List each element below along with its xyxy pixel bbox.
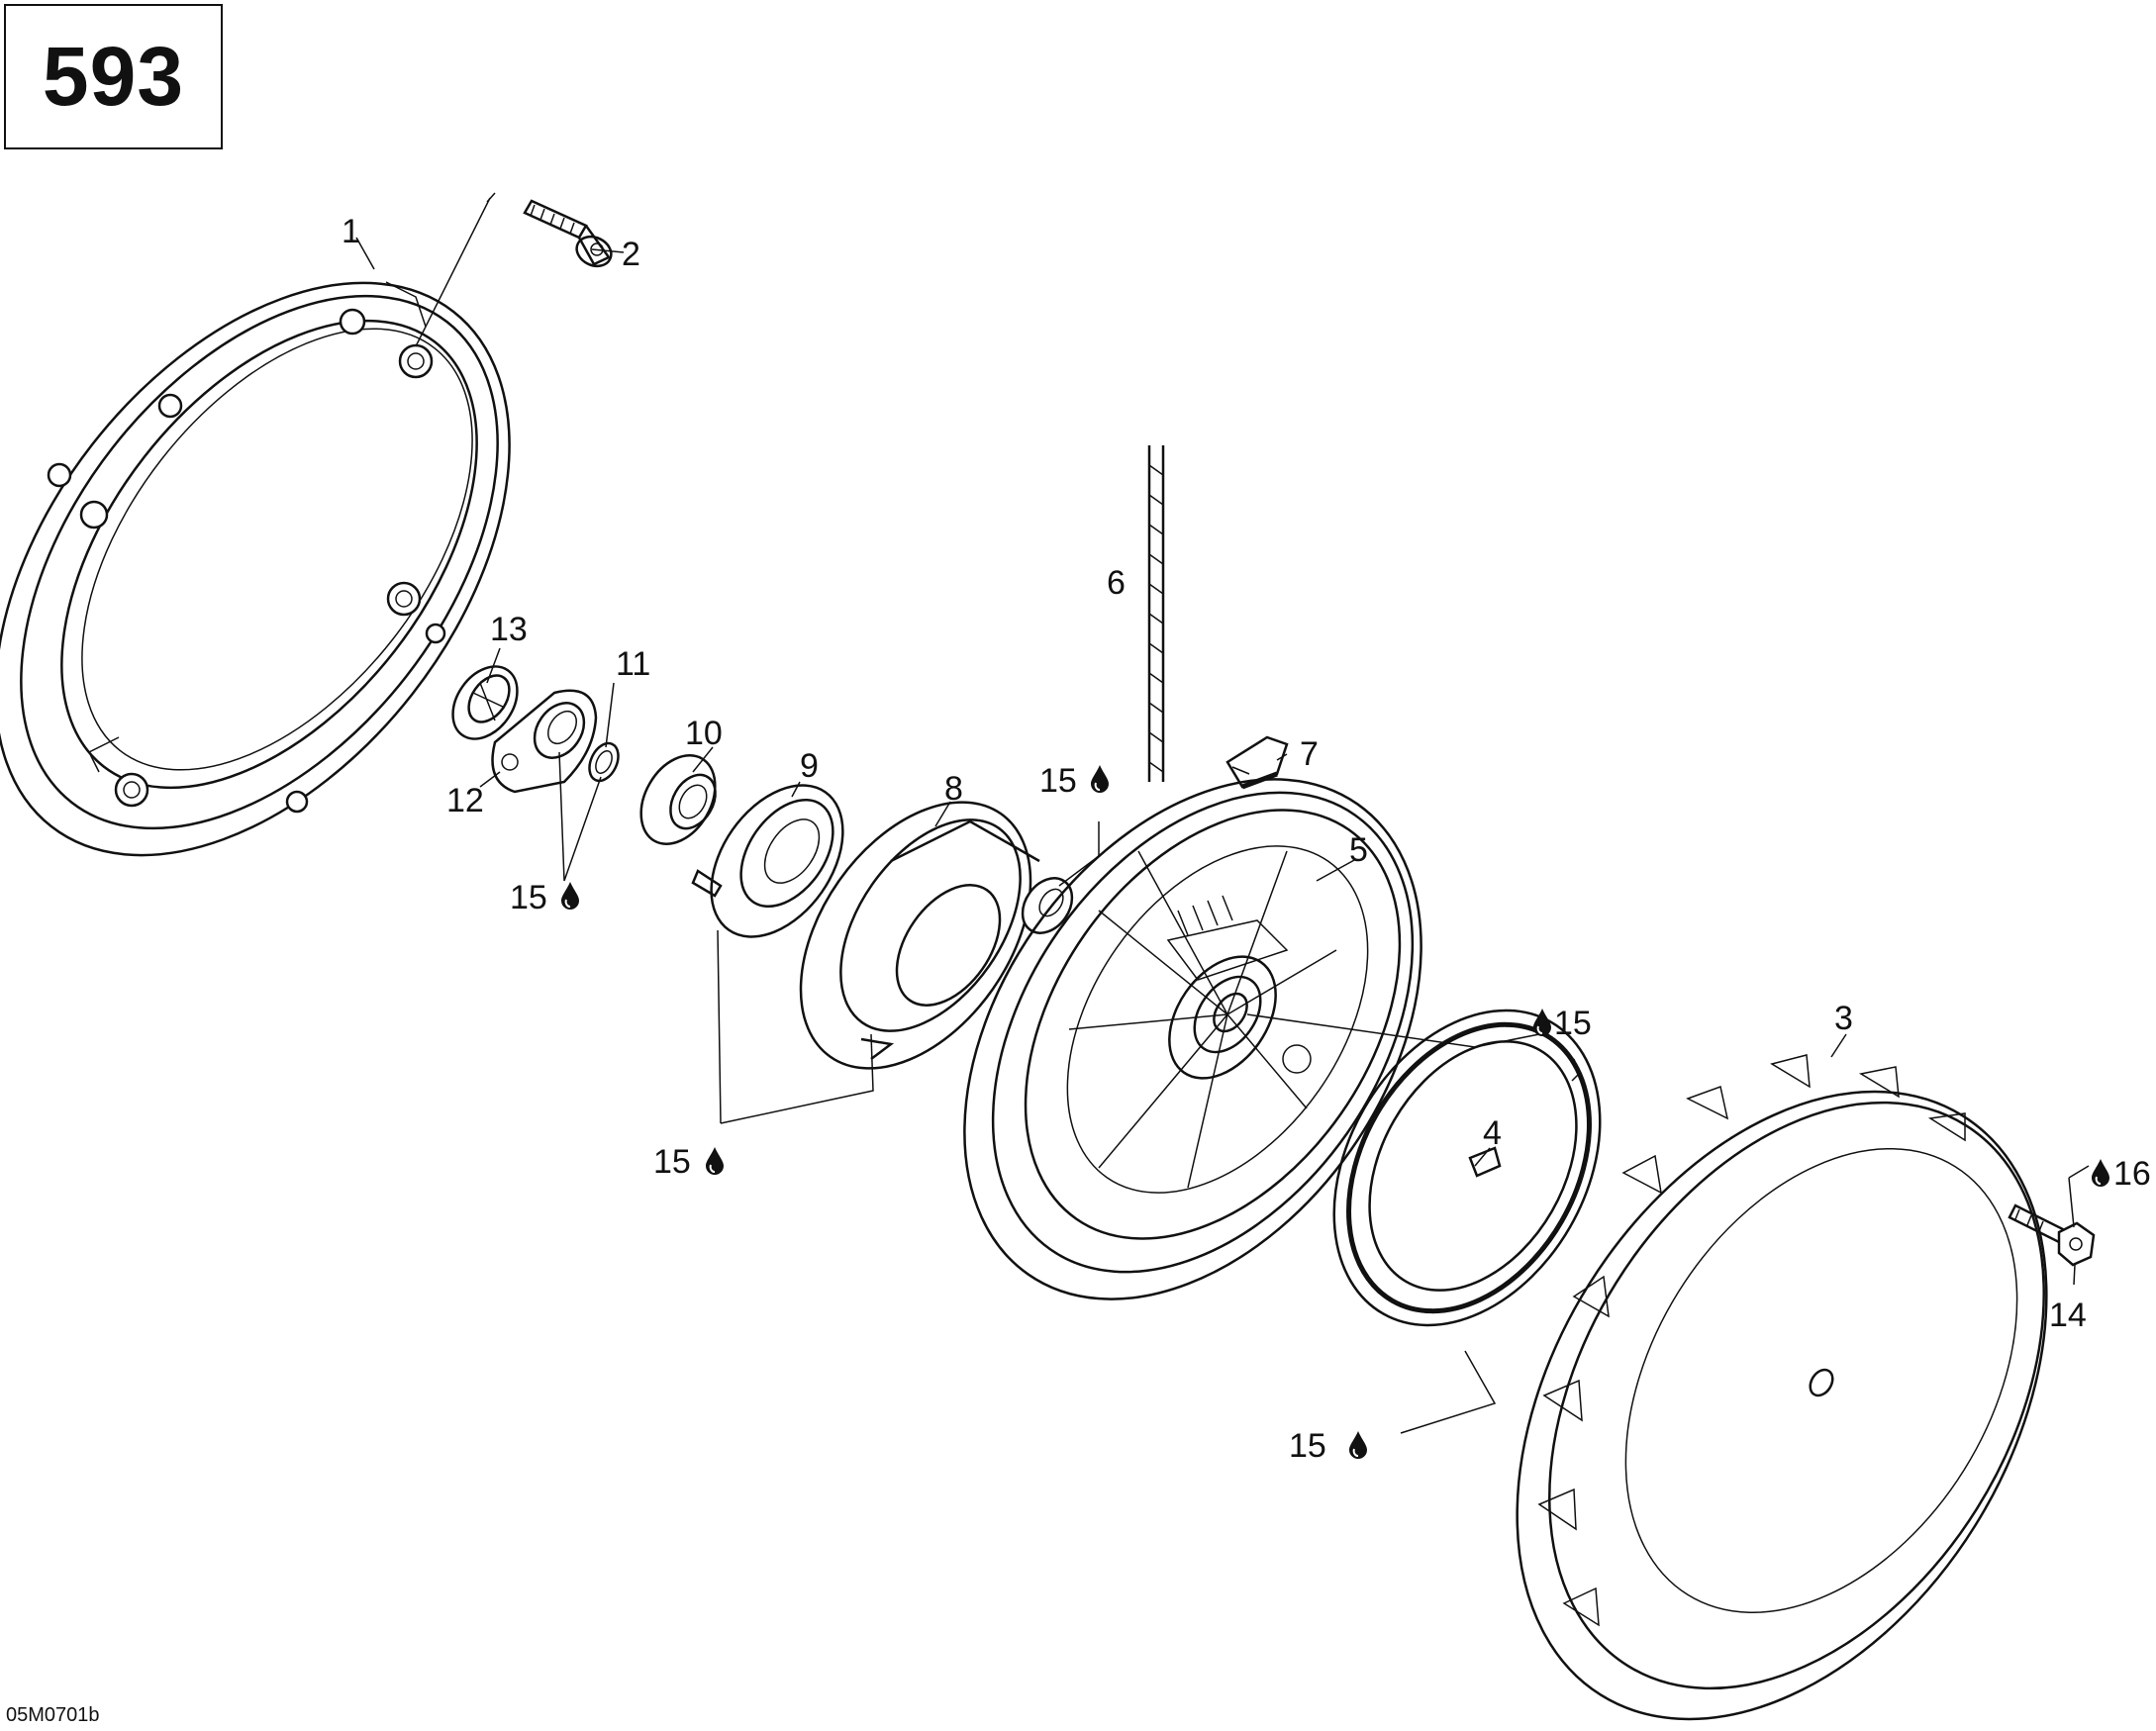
part-2-screw: [523, 199, 613, 268]
callout-15-pulley: 15: [1554, 1005, 1592, 1042]
oil-drop-icon: [1532, 1008, 1552, 1037]
callout-15-seal: 15: [510, 879, 547, 916]
part-9-ratchet: [691, 784, 844, 938]
callout-14: 14: [2049, 1297, 2087, 1334]
callout-6: 6: [1107, 564, 1126, 602]
part-11-o-ring: [588, 741, 620, 783]
callout-9: 9: [800, 747, 819, 785]
part-5-pulley: [963, 778, 1422, 1300]
part-14-screw: [2008, 1203, 2096, 1267]
page-number-box: 593: [4, 4, 223, 149]
callout-7: 7: [1300, 735, 1319, 773]
part-8-cam-plate: [799, 801, 1074, 1070]
callout-2: 2: [622, 236, 640, 273]
oil-drop-icon: [560, 881, 580, 911]
callout-11: 11: [616, 645, 650, 683]
callout-labels: 1 2 3 4 5 6 7 8 9 10 11 12 13 14 15 15 1…: [342, 213, 2151, 1465]
callout-13: 13: [490, 611, 528, 648]
callout-8: 8: [944, 770, 963, 808]
callout-15-cam: 15: [1039, 762, 1077, 800]
leader-lines: [355, 192, 2090, 1434]
part-12-plate: [491, 689, 598, 794]
part-3-cover: [1516, 1054, 2048, 1721]
callout-12: 12: [446, 782, 484, 819]
callout-10: 10: [685, 715, 723, 752]
drawing-code: 05M0701b: [6, 1704, 100, 1726]
oil-drop-icon: [1090, 764, 1110, 794]
callout-5: 5: [1349, 831, 1368, 869]
callout-15-ratchet: 15: [653, 1143, 691, 1181]
callout-3: 3: [1834, 1000, 1853, 1037]
oil-drop-icon: [705, 1146, 725, 1176]
oil-drop-icon: [2091, 1158, 2110, 1188]
part-1-housing-ring: [0, 281, 511, 857]
callout-15-spring: 15: [1289, 1427, 1326, 1465]
part-10-bushing: [639, 754, 717, 845]
callout-16: 16: [2113, 1155, 2151, 1193]
page-number: 593: [42, 30, 185, 123]
callout-1: 1: [342, 213, 360, 250]
part-13-seal: [451, 665, 519, 740]
part-6-rope: [1147, 445, 1165, 782]
oil-drop-icon: [1348, 1430, 1368, 1460]
callout-4: 4: [1483, 1114, 1502, 1152]
